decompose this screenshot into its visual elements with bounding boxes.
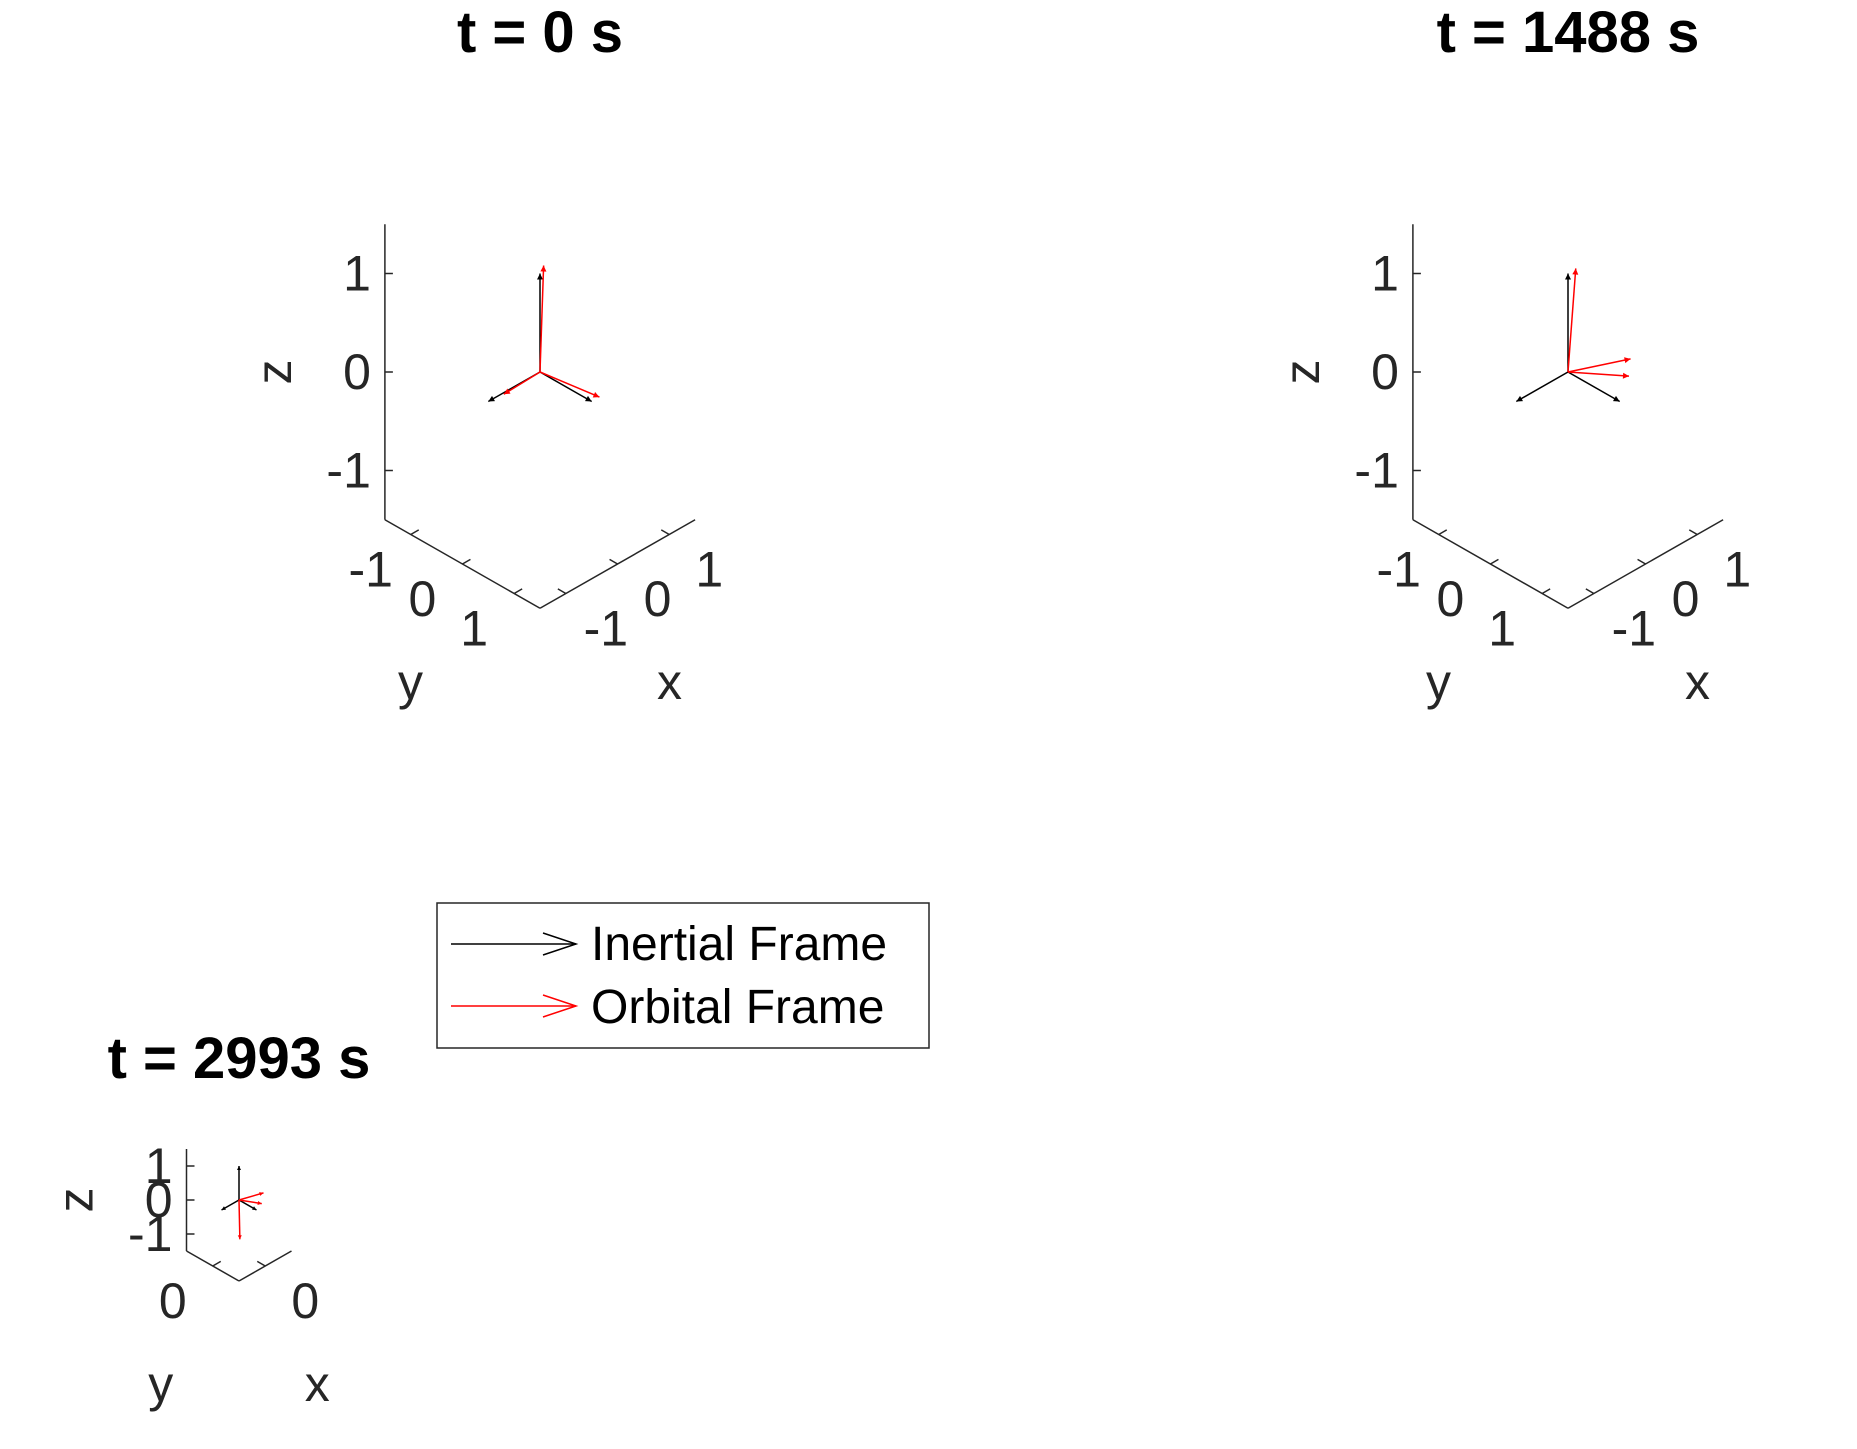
vector-arrow (1567, 371, 1630, 377)
legend-box (436, 902, 930, 1049)
y-tick-label: -1 (349, 542, 393, 598)
vector-arrow (539, 371, 600, 398)
vector-arrowhead (1572, 268, 1579, 275)
y-tick-mark (212, 1260, 222, 1267)
vector-arrowhead (237, 1235, 242, 1240)
x-tick-mark (1637, 558, 1646, 565)
vector-arrowhead (1516, 395, 1523, 402)
vector-arrowhead (237, 1166, 241, 1170)
x-tick-mark (256, 1260, 266, 1267)
y-tick-mark (1541, 588, 1551, 595)
vector-arrowhead (585, 395, 592, 402)
y-tick-mark (462, 558, 471, 565)
z-tick-label: -1 (1354, 443, 1398, 499)
x-tick-label: 1 (1723, 542, 1751, 598)
z-tick-label: 1 (1371, 246, 1399, 302)
vector-arrowhead (1624, 357, 1631, 364)
legend-arrowhead-inertial-frame (542, 932, 579, 956)
y-tick-mark (1438, 529, 1448, 536)
vector-arrowhead (252, 1206, 257, 1210)
x-tick-mark (609, 558, 618, 565)
z-axis-label: z (1274, 360, 1330, 385)
x-tick-label: 0 (1672, 571, 1700, 627)
z-axis-label: z (246, 360, 302, 385)
x-tick-label: 0 (644, 571, 672, 627)
legend-label-orbital-frame: Orbital Frame (591, 981, 884, 1034)
vector-arrow (238, 1192, 264, 1201)
vector-arrowhead (1613, 395, 1620, 402)
legend-label-inertial-frame: Inertial Frame (591, 918, 887, 971)
y-tick-label: 0 (409, 571, 437, 627)
vector-arrowhead (540, 265, 547, 272)
vector-arrowhead (257, 1200, 262, 1205)
z-tick-label: 1 (145, 1138, 173, 1194)
y-tick-label: 0 (159, 1273, 187, 1329)
x-axis-label: x (1685, 654, 1710, 710)
plot-title: t = 1488 s (1437, 0, 1700, 65)
z-tick-label: 0 (145, 1172, 173, 1228)
vector-arrow (503, 371, 541, 395)
vector-arrow (539, 371, 593, 403)
vector-arrowhead (537, 273, 543, 280)
z-tick-label: -1 (128, 1206, 172, 1262)
vector-arrow (238, 1199, 241, 1240)
x-tick-mark (1688, 529, 1698, 536)
vector-arrowhead (259, 1192, 264, 1196)
vector-arrowhead (488, 395, 495, 402)
y-axis-label: y (148, 1356, 173, 1412)
x-tick-label: 1 (695, 542, 723, 598)
vector-arrowhead (221, 1206, 226, 1210)
z-axis-label: z (48, 1188, 104, 1213)
y-tick-mark (410, 529, 420, 536)
vector-arrowhead (1622, 372, 1630, 379)
x-tick-label: 0 (291, 1273, 319, 1329)
y-axis-label: y (398, 654, 423, 710)
y-tick-label: 1 (460, 601, 488, 657)
x-tick-mark (660, 529, 670, 536)
vector-arrow (1567, 268, 1577, 373)
x-axis-label: x (657, 654, 682, 710)
z-tick-label: 0 (1371, 344, 1399, 400)
x-tick-mark (557, 588, 567, 595)
y-tick-mark (513, 588, 523, 595)
plot-title: t = 0 s (457, 0, 623, 65)
vector-arrowhead (1565, 273, 1571, 280)
z-tick-label: 1 (343, 246, 371, 302)
z-tick-label: 0 (343, 344, 371, 400)
x-tick-mark (1585, 588, 1595, 595)
y-tick-label: 1 (1488, 601, 1516, 657)
legend: Inertial Frame Orbital Frame (436, 902, 930, 1049)
vector-arrow (1567, 371, 1621, 403)
x-axis-label: x (305, 1356, 330, 1412)
legend-arrowhead-orbital-frame (542, 994, 579, 1018)
z-tick-label: -1 (326, 443, 370, 499)
plot-title: t = 2993 s (108, 1026, 371, 1091)
vector-arrowhead (592, 391, 600, 398)
y-axis-label: y (1426, 654, 1451, 710)
vector-arrow (1567, 358, 1631, 373)
y-tick-mark (1490, 558, 1499, 565)
vector-arrowhead (503, 388, 511, 395)
vector-arrow (1515, 371, 1569, 403)
y-tick-label: 0 (1437, 571, 1465, 627)
x-tick-label: -1 (584, 601, 628, 657)
y-tick-label: -1 (1377, 542, 1421, 598)
x-tick-label: -1 (1612, 601, 1656, 657)
vector-arrow (539, 265, 545, 373)
